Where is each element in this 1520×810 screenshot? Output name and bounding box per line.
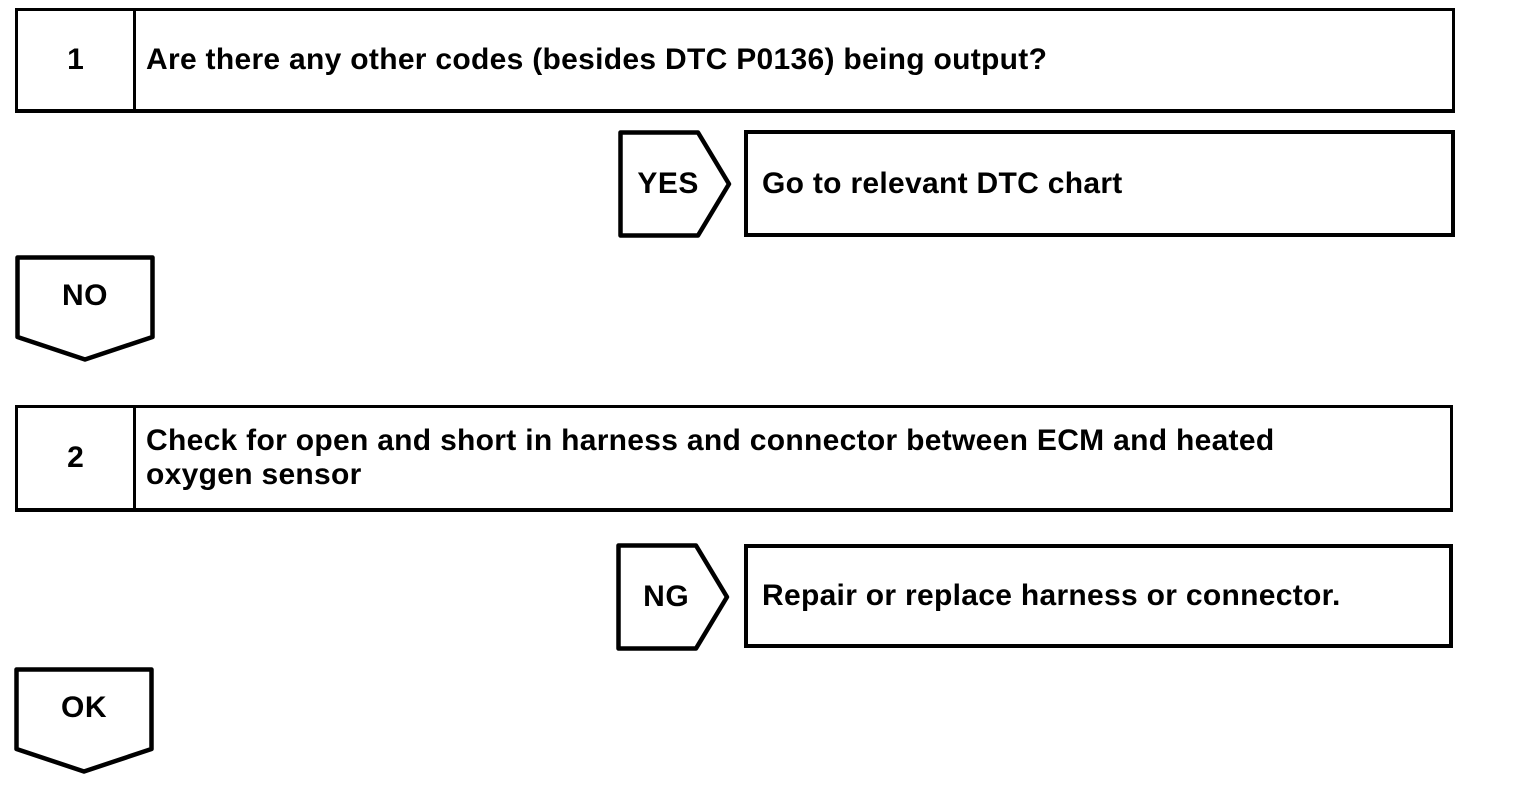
no-continue-arrow: NO xyxy=(15,255,155,362)
step-2-action: Check for open and short in harness and … xyxy=(146,424,1275,491)
yes-result-box: Go to relevant DTC chart xyxy=(744,130,1455,237)
pentagon-down-icon xyxy=(14,667,154,774)
yes-result-text: Go to relevant DTC chart xyxy=(762,166,1123,200)
chevron-right-icon xyxy=(616,543,730,651)
ok-continue-label: OK xyxy=(61,690,107,724)
step-1-box: 1 Are there any other codes (besides DTC… xyxy=(15,8,1455,113)
yes-branch-label: YES xyxy=(637,167,699,200)
step-1-question: Are there any other codes (besides DTC P… xyxy=(146,43,1048,76)
ng-result-text: Repair or replace harness or connector. xyxy=(762,579,1341,612)
ng-result-box: Repair or replace harness or connector. xyxy=(744,544,1453,648)
pentagon-down-icon xyxy=(15,255,155,362)
step-2-number: 2 xyxy=(18,408,136,508)
ng-branch-label: NG xyxy=(643,580,690,613)
ok-continue-arrow: OK xyxy=(14,667,154,774)
step-1-number: 1 xyxy=(18,11,136,109)
chevron-right-icon xyxy=(618,130,732,238)
step-2-box: 2 Check for open and short in harness an… xyxy=(15,405,1453,512)
no-continue-label: NO xyxy=(62,278,108,312)
ng-branch-arrow: NG xyxy=(616,543,730,651)
yes-branch-arrow: YES xyxy=(618,130,732,238)
